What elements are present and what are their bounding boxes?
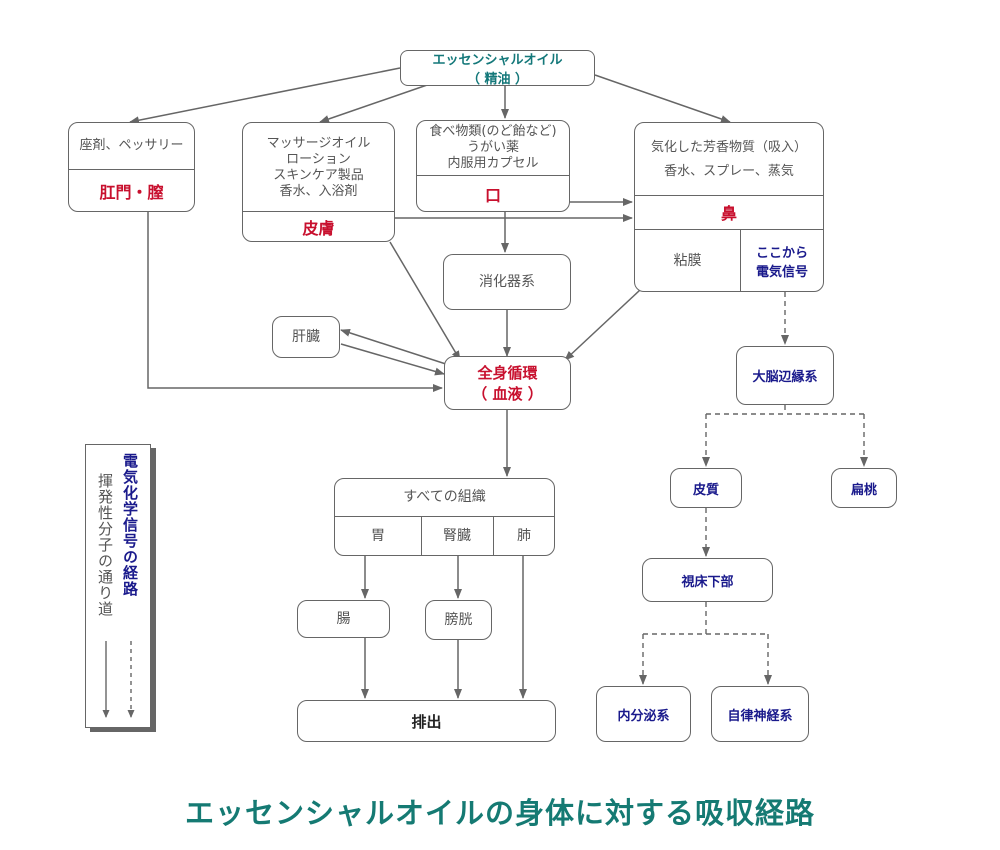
legend-box: 揮発性分子の通り道 電気化学信号の経路: [85, 444, 151, 728]
tissues-header: すべての組織: [403, 488, 486, 505]
cortex-box: 皮質: [670, 468, 742, 508]
anal-route-label: 肛門・膣: [99, 183, 164, 202]
skin-route-box: マッサージオイル ローション スキンケア製品 香水、入浴剤 皮膚: [242, 122, 395, 242]
legend-signal-label: 電気化学信号の経路: [121, 453, 139, 597]
cortex-label: 皮質: [692, 482, 719, 498]
tissue-lung: 肺: [517, 527, 531, 544]
essential-oil-box: エッセンシャルオイル （ 精油 ）: [400, 50, 595, 87]
limbic-system-label: 大脳辺縁系: [752, 370, 818, 385]
circulation-label: 全身循環: [477, 364, 538, 382]
tissues-box: すべての組織 胃 腎臓 肺: [334, 478, 555, 556]
mouth-route-label: 口: [484, 186, 501, 205]
bladder-box: 膀胱: [425, 600, 492, 640]
autonomic-nervous-system-label: 自律神経系: [727, 708, 793, 724]
anal-route-box: 座剤、ペッサリー 肛門・膣: [68, 122, 195, 212]
legend-line-samples: [102, 641, 135, 718]
essential-oil-sublabel: （ 精油 ）: [466, 72, 529, 87]
circulation-sublabel: （ 血液 ）: [472, 385, 543, 403]
hypothalamus-label: 視床下部: [681, 574, 734, 590]
anal-route-desc: 座剤、ペッサリー: [79, 137, 184, 153]
circulation-box: 全身循環 （ 血液 ）: [444, 356, 571, 410]
intestine-box: 腸: [297, 600, 390, 638]
endocrine-system-label: 内分泌系: [617, 708, 670, 724]
nose-mucosa-label: 粘膜: [673, 252, 702, 269]
hypothalamus-box: 視床下部: [642, 558, 773, 602]
mouth-route-desc: 食べ物類(のど飴など) うがい薬 内服用カプセル: [429, 123, 557, 172]
excretion-label: 排出: [411, 712, 442, 731]
endocrine-system-box: 内分泌系: [596, 686, 691, 742]
nose-route-label: 鼻: [720, 204, 737, 223]
tissue-stomach: 胃: [371, 527, 385, 544]
essential-oil-label: エッセンシャルオイル: [432, 53, 563, 68]
nose-route-box: 気化した芳香物質（吸入） 香水、スプレー、蒸気 鼻 粘膜 ここから 電気信号: [634, 122, 824, 292]
limbic-system-box: 大脳辺縁系: [736, 346, 834, 405]
liver-box: 肝臓: [272, 316, 340, 358]
skin-route-label: 皮膚: [302, 219, 335, 238]
digestive-system-box: 消化器系: [443, 254, 571, 310]
amygdala-box: 扁桃: [831, 468, 897, 508]
page-title: エッセンシャルオイルの身体に対する吸収経路: [184, 796, 815, 830]
skin-route-desc: マッサージオイル ローション スキンケア製品 香水、入浴剤: [266, 135, 371, 200]
legend-volatile-label: 揮発性分子の通り道: [96, 473, 114, 617]
nose-route-desc: 気化した芳香物質（吸入） 香水、スプレー、蒸気: [650, 139, 807, 179]
amygdala-label: 扁桃: [850, 482, 877, 498]
excretion-box: 排出: [297, 700, 556, 742]
mouth-route-box: 食べ物類(のど飴など) うがい薬 内服用カプセル 口: [416, 120, 570, 212]
tissue-kidney: 腎臓: [443, 527, 471, 544]
autonomic-nervous-system-box: 自律神経系: [711, 686, 809, 742]
electric-signal-label: ここから 電気信号: [755, 246, 808, 280]
